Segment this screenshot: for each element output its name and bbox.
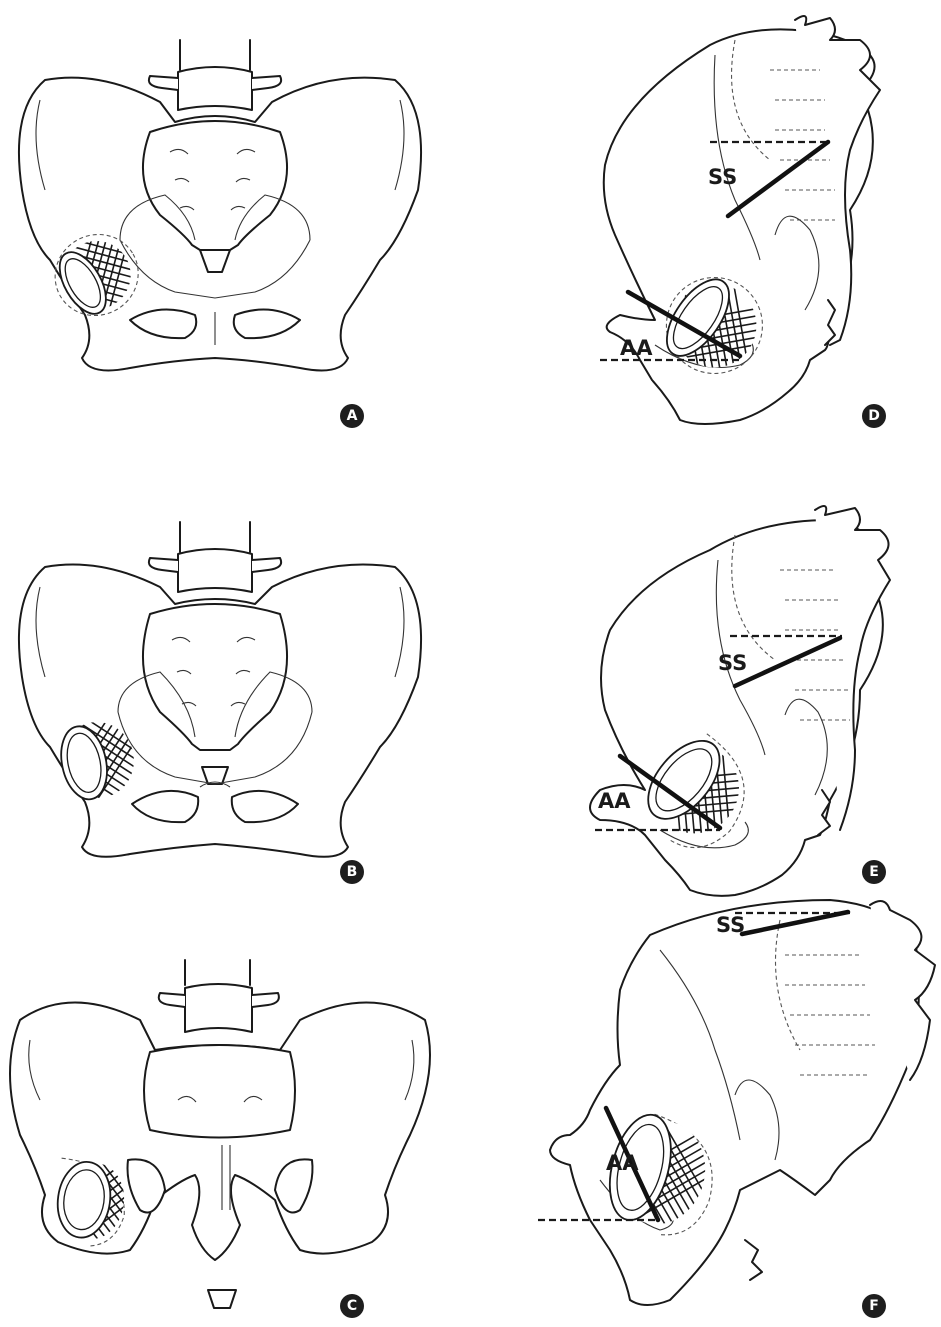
ss-angle-label: SS bbox=[718, 651, 747, 675]
coccyx bbox=[745, 1240, 762, 1280]
panel-e: SS AA bbox=[560, 490, 941, 910]
pelvis-lateral-d: SS AA bbox=[560, 0, 941, 440]
panel-label-d: D bbox=[862, 404, 886, 428]
lumbar-vertebra bbox=[180, 40, 250, 70]
ss-angle-label: SS bbox=[708, 165, 737, 189]
transverse-process-left bbox=[149, 76, 178, 90]
aa-angle-label: AA bbox=[606, 1151, 639, 1175]
transverse-process-left bbox=[159, 993, 185, 1007]
sacrum bbox=[144, 1045, 295, 1138]
panel-f: SS AA bbox=[530, 880, 941, 1320]
aa-angle-label: AA bbox=[620, 336, 653, 360]
pelvis-front-a bbox=[0, 40, 440, 440]
pelvis-lateral-e: SS AA bbox=[560, 490, 941, 910]
panel-label-b: B bbox=[340, 860, 364, 884]
panel-d: SS AA bbox=[560, 0, 941, 440]
ss-angle-label: SS bbox=[716, 913, 745, 937]
panel-b bbox=[0, 522, 440, 922]
lumbar-vertebra bbox=[185, 960, 250, 985]
panel-label-f: F bbox=[862, 1294, 886, 1318]
coccyx bbox=[208, 1290, 236, 1308]
pelvis-lateral-outline bbox=[550, 900, 919, 1305]
transverse-process-right bbox=[252, 558, 281, 572]
vertebra-body bbox=[185, 984, 252, 1032]
vertebra-body bbox=[178, 549, 252, 592]
transverse-process-right bbox=[252, 993, 279, 1007]
panel-c bbox=[0, 960, 440, 1320]
transverse-process-right bbox=[252, 76, 281, 90]
panel-a bbox=[0, 40, 440, 440]
transverse-process-left bbox=[149, 558, 178, 572]
pelvis-front-c bbox=[0, 960, 440, 1320]
aa-angle-label: AA bbox=[598, 789, 631, 813]
vertebra-body bbox=[178, 67, 252, 110]
pelvis-front-b bbox=[0, 522, 440, 922]
panel-label-c: C bbox=[340, 1294, 364, 1318]
pelvis-lateral-f: SS AA bbox=[530, 880, 941, 1320]
panel-label-a: A bbox=[340, 404, 364, 428]
lumbar-vertebra bbox=[180, 522, 250, 552]
